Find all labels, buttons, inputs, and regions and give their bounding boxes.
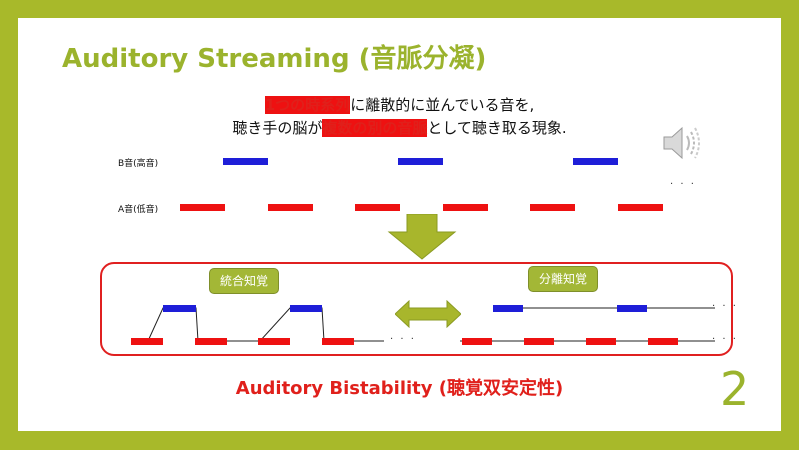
integrated-b-bar: [290, 305, 322, 312]
segregated-a-bar: [524, 338, 554, 345]
integrated-a-bar: [322, 338, 354, 345]
subtitle-text-1: に離散的に並んでいる音を,: [350, 96, 535, 114]
a-tone-bar: [355, 204, 400, 211]
integrated-a-bar: [131, 338, 163, 345]
bistability-caption: Auditory Bistability (聴覚双安定性): [235, 378, 564, 399]
speaker-icon[interactable]: [660, 123, 704, 167]
integrated-a-bar: [258, 338, 290, 345]
segregated-b-bar: [493, 305, 523, 312]
segregated-a-bar: [462, 338, 492, 345]
subtitle-line-1: 1つの時系列に離散的に並んでいる音を,: [0, 94, 799, 116]
subtitle-text-2b: として聴き取る現象.: [427, 119, 567, 137]
subtitle-highlight-1: 1つの時系列: [264, 96, 351, 114]
b-tone-bar: [573, 158, 618, 165]
integrated-perception-tag: 統合知覚: [209, 268, 280, 294]
a-tone-bar: [268, 204, 313, 211]
slide-canvas: [18, 18, 781, 431]
double-arrow-icon: [394, 299, 462, 332]
segregated-a-bar: [586, 338, 616, 345]
a-tone-bar: [443, 204, 488, 211]
integrated-b-bar: [163, 305, 196, 312]
subtitle-highlight-2: 複数の別の音脈: [322, 119, 428, 137]
slide-title: Auditory Streaming (音脈分凝): [62, 44, 487, 74]
b-tone-bar: [398, 158, 443, 165]
sequence-continuation: · · ·: [670, 179, 696, 190]
a-tone-bar: [530, 204, 575, 211]
subtitle-line-2: 聴き手の脳が複数の別の音脈として聴き取る現象.: [0, 117, 799, 139]
subtitle-text-2a: 聴き手の脳が: [232, 119, 323, 137]
b-tone-label: B音(高音): [118, 159, 159, 169]
segregated-a-continuation: · · ·: [712, 334, 738, 345]
b-tone-bar: [223, 158, 268, 165]
integrated-continuation: · · ·: [390, 334, 416, 345]
segregated-a-bar: [648, 338, 678, 345]
a-tone-bar: [618, 204, 663, 211]
a-tone-bar: [180, 204, 225, 211]
down-arrow-icon: [387, 213, 457, 264]
segregated-b-continuation: · · ·: [712, 301, 738, 312]
page-number: 2: [720, 362, 750, 416]
a-tone-label: A音(低音): [118, 205, 159, 215]
integrated-a-bar: [195, 338, 227, 345]
segregated-b-bar: [617, 305, 647, 312]
segregated-perception-tag: 分離知覚: [528, 266, 599, 292]
